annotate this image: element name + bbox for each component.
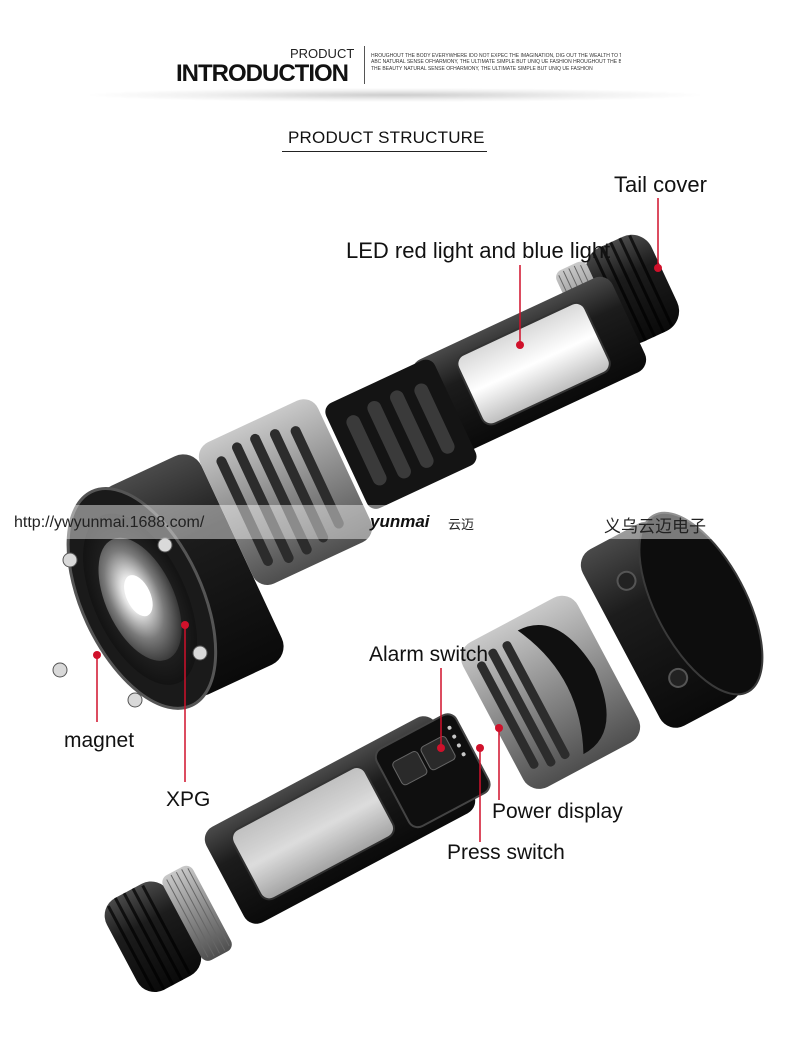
label-press-switch: Press switch — [447, 841, 565, 864]
header-description-line: ABC NATURAL SENSE OFHARMONY, THE ULTIMAT… — [371, 59, 621, 66]
label-magnet: magnet — [64, 729, 135, 752]
section-title-underline — [282, 151, 487, 152]
pointer-lines — [93, 198, 662, 842]
label-xpg: XPG — [166, 788, 211, 811]
watermark-url: http://ywyunmai.1688.com/ — [14, 514, 205, 531]
section-title: PRODUCT STRUCTURE — [288, 128, 485, 147]
header-title-big: INTRODUCTION — [176, 60, 349, 87]
header-title-small: PRODUCT — [290, 46, 355, 61]
flashlight-top — [52, 234, 680, 710]
header-description-line: HROUGHOUT THE BODY EVERYWHERE IDO NOT EX… — [371, 53, 621, 59]
header-description-line: THE BEAUTY NATURAL SENSE OFHARMONY, THE … — [371, 65, 593, 72]
label-alarm-switch: Alarm switch — [369, 643, 489, 666]
header-shadow — [90, 88, 700, 102]
watermark-brand-cn: 云迈 — [448, 517, 475, 532]
label-led-light: LED red light and blue light — [346, 238, 611, 263]
header-description: HROUGHOUT THE BODY EVERYWHERE IDO NOT EX… — [371, 53, 621, 72]
header-divider — [364, 46, 365, 84]
watermark-brand: yunmai — [370, 512, 430, 531]
label-tail-cover: Tail cover — [614, 172, 707, 197]
flashlight-bottom — [104, 511, 764, 993]
company-name: 义乌云迈电子 — [604, 517, 706, 536]
label-power-display: Power display — [492, 800, 623, 823]
watermark-band — [0, 505, 790, 539]
